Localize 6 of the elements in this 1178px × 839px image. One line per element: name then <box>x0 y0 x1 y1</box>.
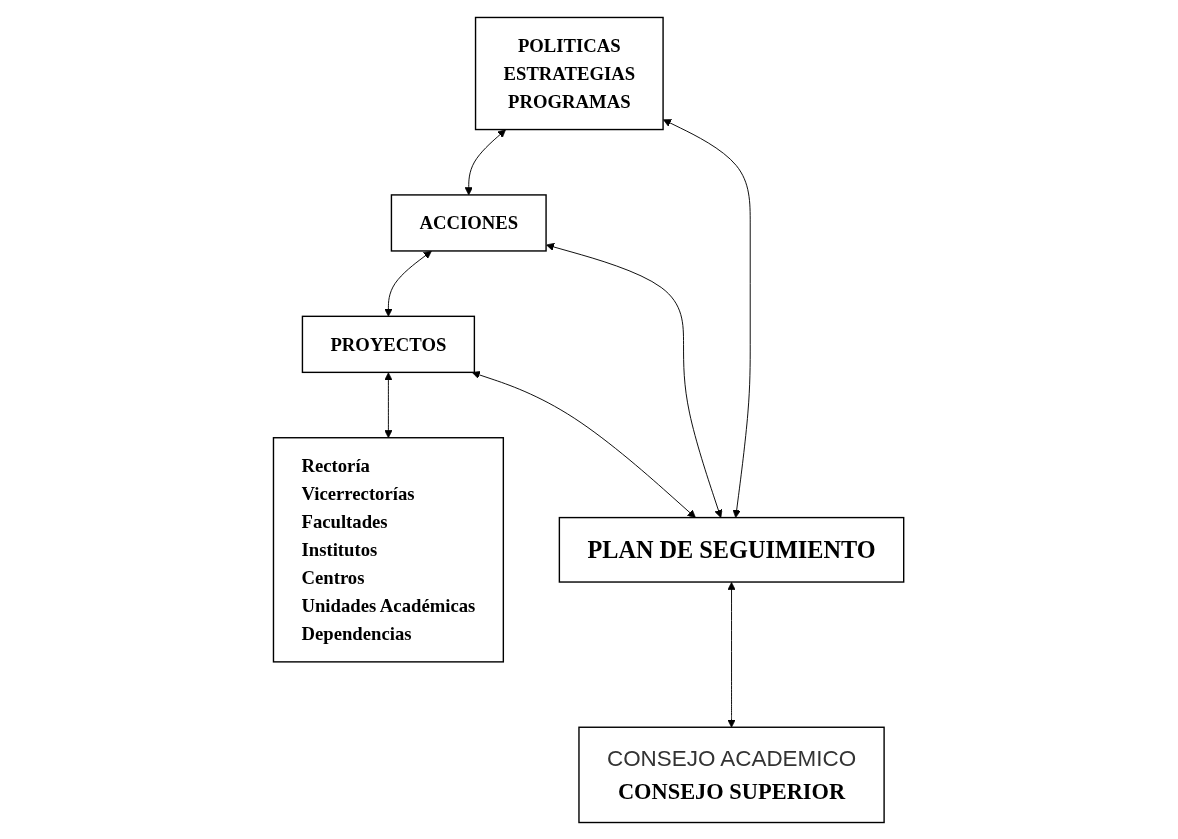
node-box: CONSEJO ACADEMICO CONSEJO SUPERIOR <box>578 726 886 823</box>
node-box: Rectoría Vicerrectorías Facultades Institutos Centros Unidades Académicas Dependencias <box>273 436 505 663</box>
node-box: POLITICAS ESTRATEGIAS PROGRAMAS <box>475 16 665 130</box>
node-box: PLAN DE SEGUIMIENTO <box>559 516 905 583</box>
node-box: ACCIONES <box>391 193 548 252</box>
node-box: PROYECTOS <box>302 315 476 373</box>
